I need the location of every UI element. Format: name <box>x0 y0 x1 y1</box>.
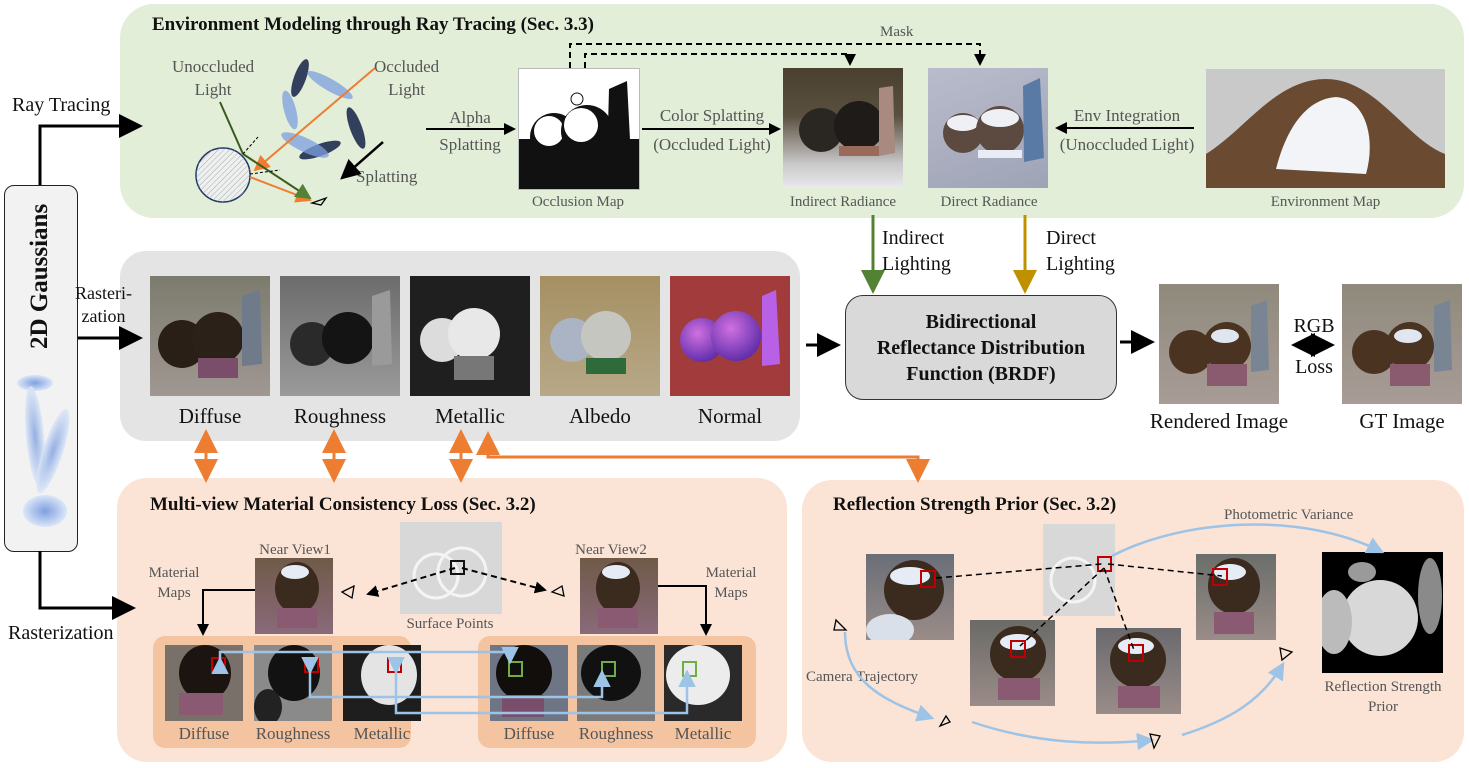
gaussians-label: 2D Gaussians <box>26 203 53 349</box>
direct-radiance-image <box>928 68 1048 188</box>
rendered-image <box>1159 284 1279 404</box>
nv2-diffuse-label: Diffuse <box>503 724 555 743</box>
near-view1-image <box>255 558 333 634</box>
nv2-metallic-green-marker <box>682 661 697 677</box>
camera-trajectory-label: Camera Trajectory <box>806 669 919 685</box>
material-maps-right-label: Material Maps <box>705 565 757 602</box>
rasterization-bottom-label: Rasterization <box>8 622 114 644</box>
alpha-splatting-top-label: Alpha <box>449 108 491 127</box>
near-view2-label: Near View2 <box>575 542 647 558</box>
albedo-map-image <box>540 276 660 396</box>
rs-view1-image <box>866 554 954 640</box>
nv1-diffuse-label: Diffuse <box>178 724 230 743</box>
rs-surface-point-marker <box>1097 556 1112 572</box>
photometric-variance-label: Photometric Variance <box>1224 507 1354 523</box>
surface-points-image <box>400 522 502 614</box>
env-panel-title: Environment Modeling through Ray Tracing… <box>152 14 594 35</box>
rs-view4-red-marker <box>1212 568 1228 586</box>
diffuse-map-image <box>150 276 270 396</box>
indirect-radiance-label: Indirect Radiance <box>789 194 897 210</box>
mask-label: Mask <box>880 24 914 40</box>
gt-image <box>1342 284 1462 404</box>
rs-view2-image <box>970 620 1055 706</box>
splatting-label: Splatting <box>356 167 418 186</box>
nv1-roughness-label: Roughness <box>255 724 331 743</box>
nv1-roughness-image <box>254 645 332 721</box>
material-maps-left-label: Material Maps <box>148 565 200 602</box>
map-label-diffuse: Diffuse <box>178 404 242 428</box>
map-label-normal: Normal <box>697 404 763 428</box>
occluded-light-label: Occluded Light <box>374 57 440 99</box>
occlusion-map-label: Occlusion Map <box>531 194 625 210</box>
brdf-box: Bidirectional Reflectance Distribution F… <box>845 295 1117 400</box>
metallic-map-image <box>410 276 530 396</box>
nv1-metallic-red-marker <box>387 657 402 673</box>
map-label-albedo: Albedo <box>569 404 631 428</box>
rs-view4-image <box>1196 554 1276 640</box>
indirect-lighting-label: Indirect Lighting <box>882 227 951 275</box>
loss-label: Loss <box>1295 356 1333 378</box>
nv2-metallic-label: Metallic <box>674 724 732 743</box>
rs-view3-red-marker <box>1128 644 1144 662</box>
normal-map-image <box>670 276 790 396</box>
brdf-label: Bidirectional Reflectance Distribution F… <box>876 310 1086 385</box>
indirect-radiance-image <box>783 68 903 188</box>
nv2-roughness-image <box>577 645 655 721</box>
near-view1-label: Near View1 <box>259 542 331 558</box>
rs-view1-red-marker <box>920 570 936 588</box>
env-integration-top-label: Env Integration <box>1073 106 1181 125</box>
direct-radiance-label: Direct Radiance <box>940 194 1038 210</box>
roughness-map-image <box>280 276 400 396</box>
reflection-strength-prior-image <box>1322 552 1443 673</box>
nv2-diffuse-image <box>490 645 568 721</box>
rgb-label: RGB <box>1293 315 1335 337</box>
map-label-metallic: Metallic <box>435 404 505 428</box>
nv1-metallic-label: Metallic <box>353 724 411 743</box>
mv-panel-title: Multi-view Material Consistency Loss (Se… <box>150 494 536 515</box>
nv1-metallic-image <box>343 645 421 721</box>
unoccluded-light-label: Unoccluded Light <box>172 57 255 99</box>
nv2-metallic-image <box>664 645 742 721</box>
nv2-diffuse-green-marker <box>508 661 523 677</box>
rs-surface-points-image <box>1043 524 1115 616</box>
rs-view2-red-marker <box>1010 640 1026 658</box>
alpha-splatting-bottom-label: Splatting <box>439 135 501 154</box>
rs-view3-image <box>1096 628 1181 714</box>
nv1-roughness-red-marker <box>304 657 319 673</box>
color-splatting-top-label: Color Splatting <box>659 106 765 125</box>
occlusion-map-image <box>518 68 640 190</box>
surface-point-marker <box>450 560 465 575</box>
nv1-diffuse-image <box>165 645 243 721</box>
near-view2-image <box>580 558 658 634</box>
rasterization-top-label: Rasteri- zation <box>75 283 132 326</box>
env-integration-bottom-label: (Unoccluded Light) <box>1059 135 1195 154</box>
surface-points-label: Surface Points <box>406 616 494 632</box>
gaussians-box: 2D Gaussians <box>4 185 78 552</box>
direct-lighting-label: Direct Lighting <box>1046 227 1115 275</box>
rendered-image-label: Rendered Image <box>1149 409 1289 433</box>
color-splatting-bottom-label: (Occluded Light) <box>653 135 771 154</box>
ray-tracing-label: Ray Tracing <box>12 94 111 116</box>
map-label-roughness: Roughness <box>293 404 387 428</box>
gt-image-label: GT Image <box>1359 409 1445 433</box>
environment-map-image <box>1206 69 1445 188</box>
rs-panel-title: Reflection Strength Prior (Sec. 3.2) <box>833 494 1117 515</box>
environment-map-label: Environment Map <box>1270 194 1381 210</box>
nv1-diffuse-red-marker <box>211 657 226 673</box>
nv2-roughness-green-marker <box>601 661 616 677</box>
nv2-roughness-label: Roughness <box>578 724 654 743</box>
reflection-strength-prior-label: Reflection Strength Prior <box>1324 679 1442 716</box>
gaussian-ellipses-icon <box>17 375 70 527</box>
